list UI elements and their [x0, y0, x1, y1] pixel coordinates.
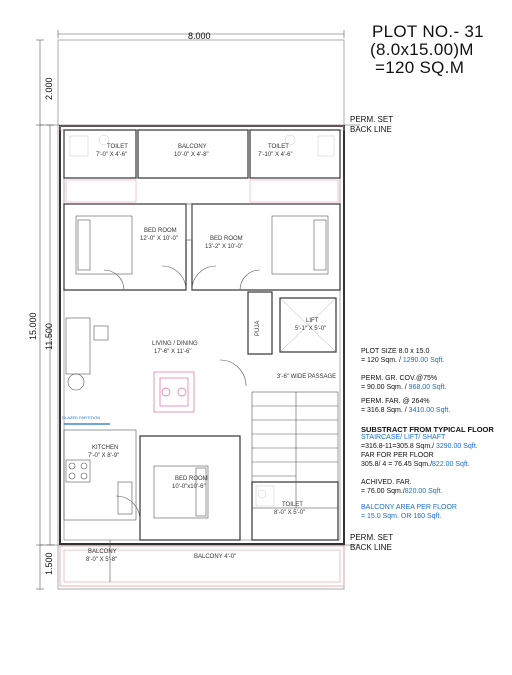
- staircase: [251, 391, 339, 509]
- info-plot-size-l1: PLOT SIZE 8.0 x 15.0: [361, 348, 430, 355]
- dim-back-setback: 2.000: [44, 77, 54, 100]
- dim-total-depth: 15.000: [28, 312, 38, 340]
- info-ground-cov-l2: = 90.00 Sqm. / 968.00 Sqft.: [361, 383, 447, 391]
- info-subtract-l1: SUBSTRACT FROM TYPICAL FLOOR: [361, 425, 494, 434]
- room-puja-name: PUJA: [255, 320, 261, 336]
- info-subtract: SUBSTRACT FROM TYPICAL FLOOR STAIRCASE/ …: [361, 425, 494, 469]
- room-toilet-left-size: 7'-0" X 4'-6": [96, 152, 128, 158]
- info-plot-size-l2: = 120 Sqm. / 1290.00 Sqft.: [361, 356, 445, 364]
- room-bedroom-left-name: BED ROOM: [144, 228, 177, 234]
- room-lift-name: LIFT: [306, 318, 319, 324]
- perm-front-l2: BACK LINE: [350, 543, 392, 552]
- info-far-l2: = 316.8 Sqm. / 3410.00 Sqft.: [361, 406, 451, 414]
- info-achieved-l2: = 76.00 Sqm./820.00 Sqft.: [361, 487, 443, 495]
- dimension-lines: [36, 30, 345, 590]
- room-balcony-small-name: BALCONY: [88, 549, 117, 555]
- perm-back-l1: PERM. SET: [350, 115, 394, 124]
- info-ground-cov: PERM. GR. COV.@75% = 90.00 Sqm. / 968.00…: [361, 375, 446, 393]
- room-bedroom-left-size: 12'-0" X 10'-0": [140, 236, 178, 242]
- room-balcony-small-size: 8'-0" X 5'-8": [86, 557, 118, 563]
- lower-bedroom: [139, 435, 241, 541]
- room-passage-name: 3'-6" WIDE PASSAGE: [277, 374, 337, 380]
- info-far-l1: PERM. FAR. @ 264%: [361, 398, 430, 405]
- room-lift-size: 5'-1" X 5'-0": [295, 326, 327, 332]
- dim-width: 8.000: [188, 31, 211, 41]
- info-balcony: BALCONY AREA PER FLOOR = 15.0 Sqm. OR 16…: [361, 504, 457, 522]
- glazed-partition-label: GLAZED PARTITION: [62, 415, 101, 420]
- room-balcony-front-name: BALCONY 4'-0": [194, 554, 237, 560]
- room-living-name: LIVING / DINING: [152, 341, 198, 347]
- dim-front-setback: 1.500: [44, 552, 54, 575]
- room-toilet-bottom-name: TOILET: [282, 502, 303, 508]
- plot-title-line1: PLOT NO.- 31: [372, 22, 484, 41]
- living-furniture: [65, 317, 109, 391]
- info-ground-cov-l1: PERM. GR. COV.@75%: [361, 375, 438, 382]
- room-toilet-right-name: TOILET: [268, 144, 289, 150]
- info-subtract-l5: 305.8/ 4 = 76.45 Sqm./822.00 Sqft.: [361, 460, 470, 468]
- info-subtract-l3: =316.8-11=305.8 Sqm./ 3290.00 Sqft.: [361, 443, 478, 451]
- room-living-size: 17'-6" X 11'-6": [154, 349, 192, 355]
- perm-front-l1: PERM. SET: [350, 533, 394, 542]
- room-balcony-top-size: 10'-0" X 4'-8": [174, 152, 209, 158]
- perm-back-l2: BACK LINE: [350, 125, 392, 134]
- plot-title-line3: =120 SQ.M: [375, 58, 465, 77]
- info-balcony-l1: BALCONY AREA PER FLOOR: [361, 504, 457, 511]
- info-achieved: ACHIVED. FAR. = 76.00 Sqm./820.00 Sqft.: [361, 479, 443, 497]
- info-subtract-l4: FAR FOR PER FLOOR: [361, 451, 434, 459]
- puja-lift: [247, 291, 337, 355]
- lower-toilet: [251, 481, 339, 541]
- room-bedroom-right-size: 13'-2" X 10'-0": [205, 244, 243, 250]
- info-plot-size: PLOT SIZE 8.0 x 15.0 = 120 Sqm. / 1290.0…: [361, 348, 445, 366]
- top-rooms: [63, 129, 341, 179]
- plot-title-line2: (8.0x15.00)M: [370, 40, 474, 59]
- room-kitchen-size: 7'-0" X 8'-9": [88, 453, 120, 459]
- info-balcony-l2: = 15.0 Sqm. OR 160 Sqft.: [361, 512, 442, 520]
- room-toilet-bottom-size: 8'-0" X 5'-0": [274, 510, 306, 516]
- room-toilet-left-name: TOILET: [107, 144, 128, 150]
- kitchen: [63, 429, 137, 521]
- upper-bedrooms: [63, 203, 341, 291]
- room-bedroom-right-name: BED ROOM: [210, 236, 243, 242]
- dim-built-depth: 11.500: [44, 323, 54, 350]
- room-bedroom-bottom-name: BED ROOM: [175, 476, 208, 482]
- info-subtract-l2: STAIRCASE/ LIFT/ SHAFT: [361, 434, 446, 442]
- room-toilet-right-size: 7'-10" X 4'-6": [258, 152, 293, 158]
- room-bedroom-bottom-size: 10'-0"x10'-6": [172, 484, 206, 490]
- room-kitchen-name: KITCHEN: [92, 445, 119, 451]
- info-achieved-l1: ACHIVED. FAR.: [361, 479, 412, 486]
- dining-table: [153, 371, 195, 413]
- info-far: PERM. FAR. @ 264% = 316.8 Sqm. / 3410.00…: [361, 398, 450, 416]
- room-balcony-top-name: BALCONY: [178, 144, 207, 150]
